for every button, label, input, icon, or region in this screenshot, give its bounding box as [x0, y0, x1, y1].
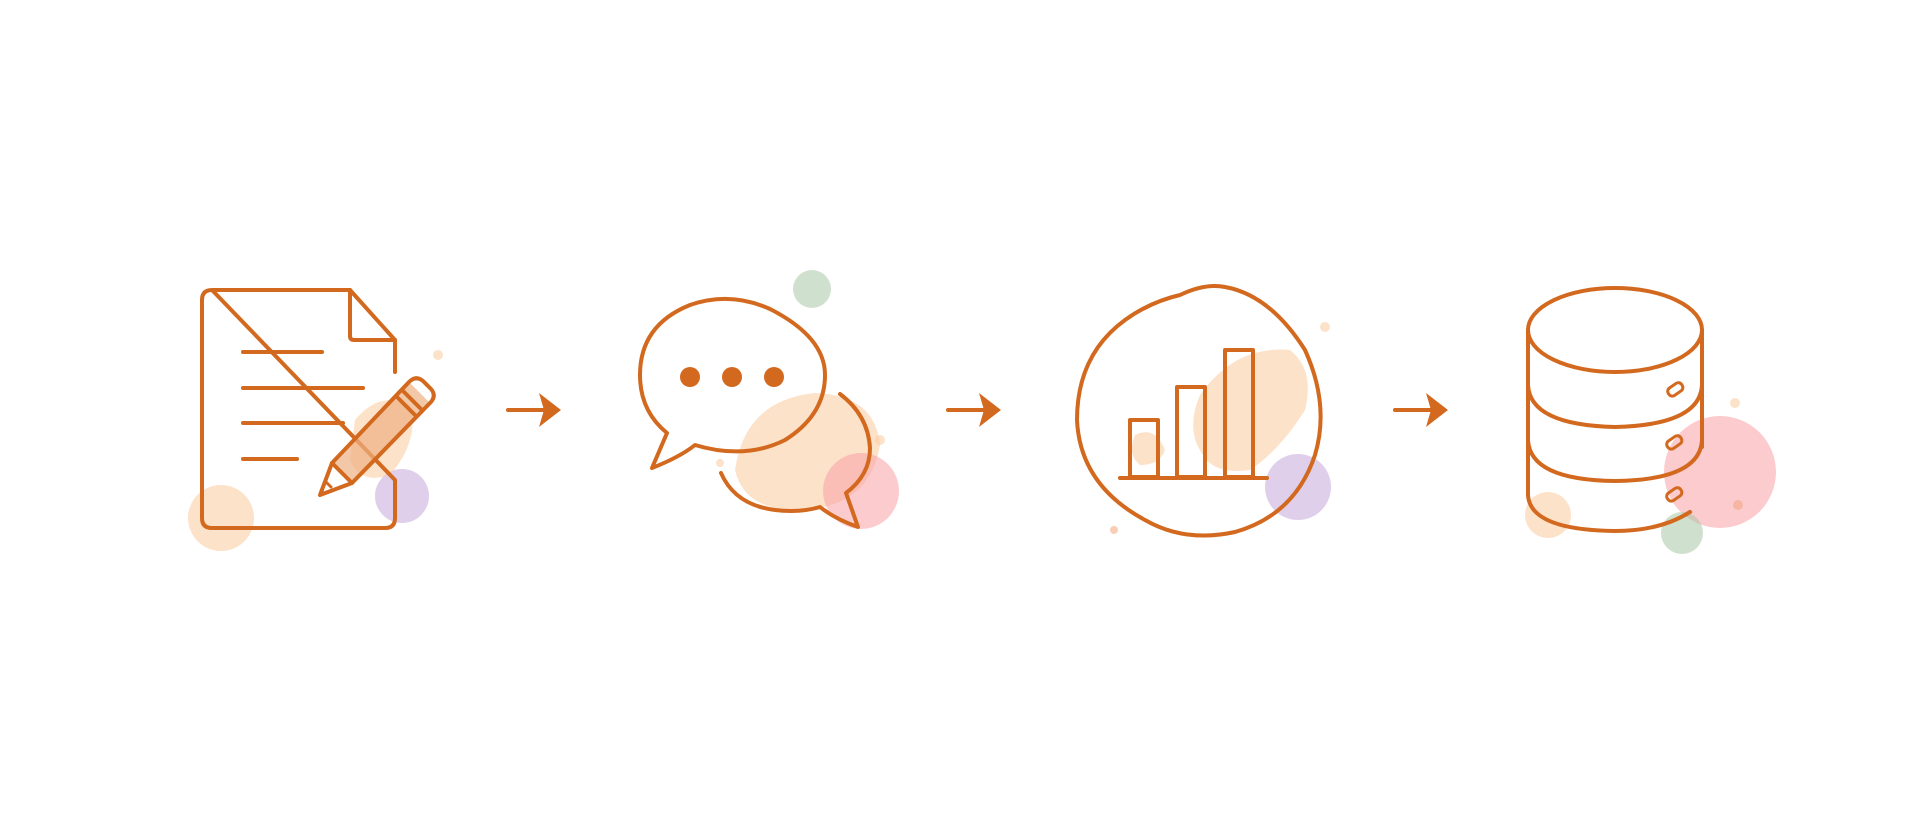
decor-dot-peach	[716, 459, 724, 467]
decor-wash-peach	[1131, 432, 1165, 465]
typing-dot	[722, 367, 742, 387]
decor-wash-peach	[1193, 349, 1308, 471]
step-store-database	[1510, 275, 1800, 565]
arrow-right-icon	[1393, 393, 1448, 427]
decor-blob-sage	[793, 270, 831, 308]
document-with-pencil-icon	[188, 288, 443, 551]
database-top	[1526, 286, 1704, 374]
document-page-fold	[348, 288, 397, 342]
decor-blob-peach	[188, 485, 254, 551]
database-indicator	[1665, 486, 1684, 503]
pencil-icon	[318, 376, 436, 497]
database-icon	[1525, 286, 1776, 554]
connector-arrow-3	[1392, 390, 1452, 430]
chat-bubble-main	[638, 296, 827, 470]
decor-dot-peach	[1320, 322, 1330, 332]
typing-dot	[680, 367, 700, 387]
database-indicator	[1666, 381, 1685, 398]
chat-bubbles-icon	[638, 270, 899, 529]
decor-dot-peach	[1733, 500, 1743, 510]
connector-arrow-2	[945, 390, 1005, 430]
arrow-right-icon	[506, 393, 561, 427]
bar-chart-circle-icon	[1075, 284, 1331, 538]
database-indicator	[1665, 434, 1684, 451]
decor-blob-peach	[1525, 492, 1571, 538]
decor-dot-peach	[1730, 398, 1740, 408]
typing-dot	[764, 367, 784, 387]
database-segment-line	[1526, 438, 1704, 483]
decor-dot-peach	[875, 435, 885, 445]
arrow-right-icon	[946, 393, 1001, 427]
decor-dot-peach	[1110, 526, 1118, 534]
step-write-document	[180, 270, 470, 570]
step-analyze	[1065, 275, 1345, 550]
document-page-outline	[200, 288, 397, 530]
decor-blob-pink	[823, 453, 899, 529]
database-bottom	[1526, 493, 1692, 533]
decor-blob-pink	[1664, 416, 1776, 528]
decor-dot-peach	[433, 350, 443, 360]
chart-circle-outline	[1075, 284, 1323, 538]
connector-arrow-1	[505, 390, 565, 430]
step-discuss	[625, 265, 915, 545]
chat-bubble-reply	[719, 392, 872, 529]
database-segment-line	[1526, 383, 1704, 429]
decor-blob-purple	[375, 469, 429, 523]
